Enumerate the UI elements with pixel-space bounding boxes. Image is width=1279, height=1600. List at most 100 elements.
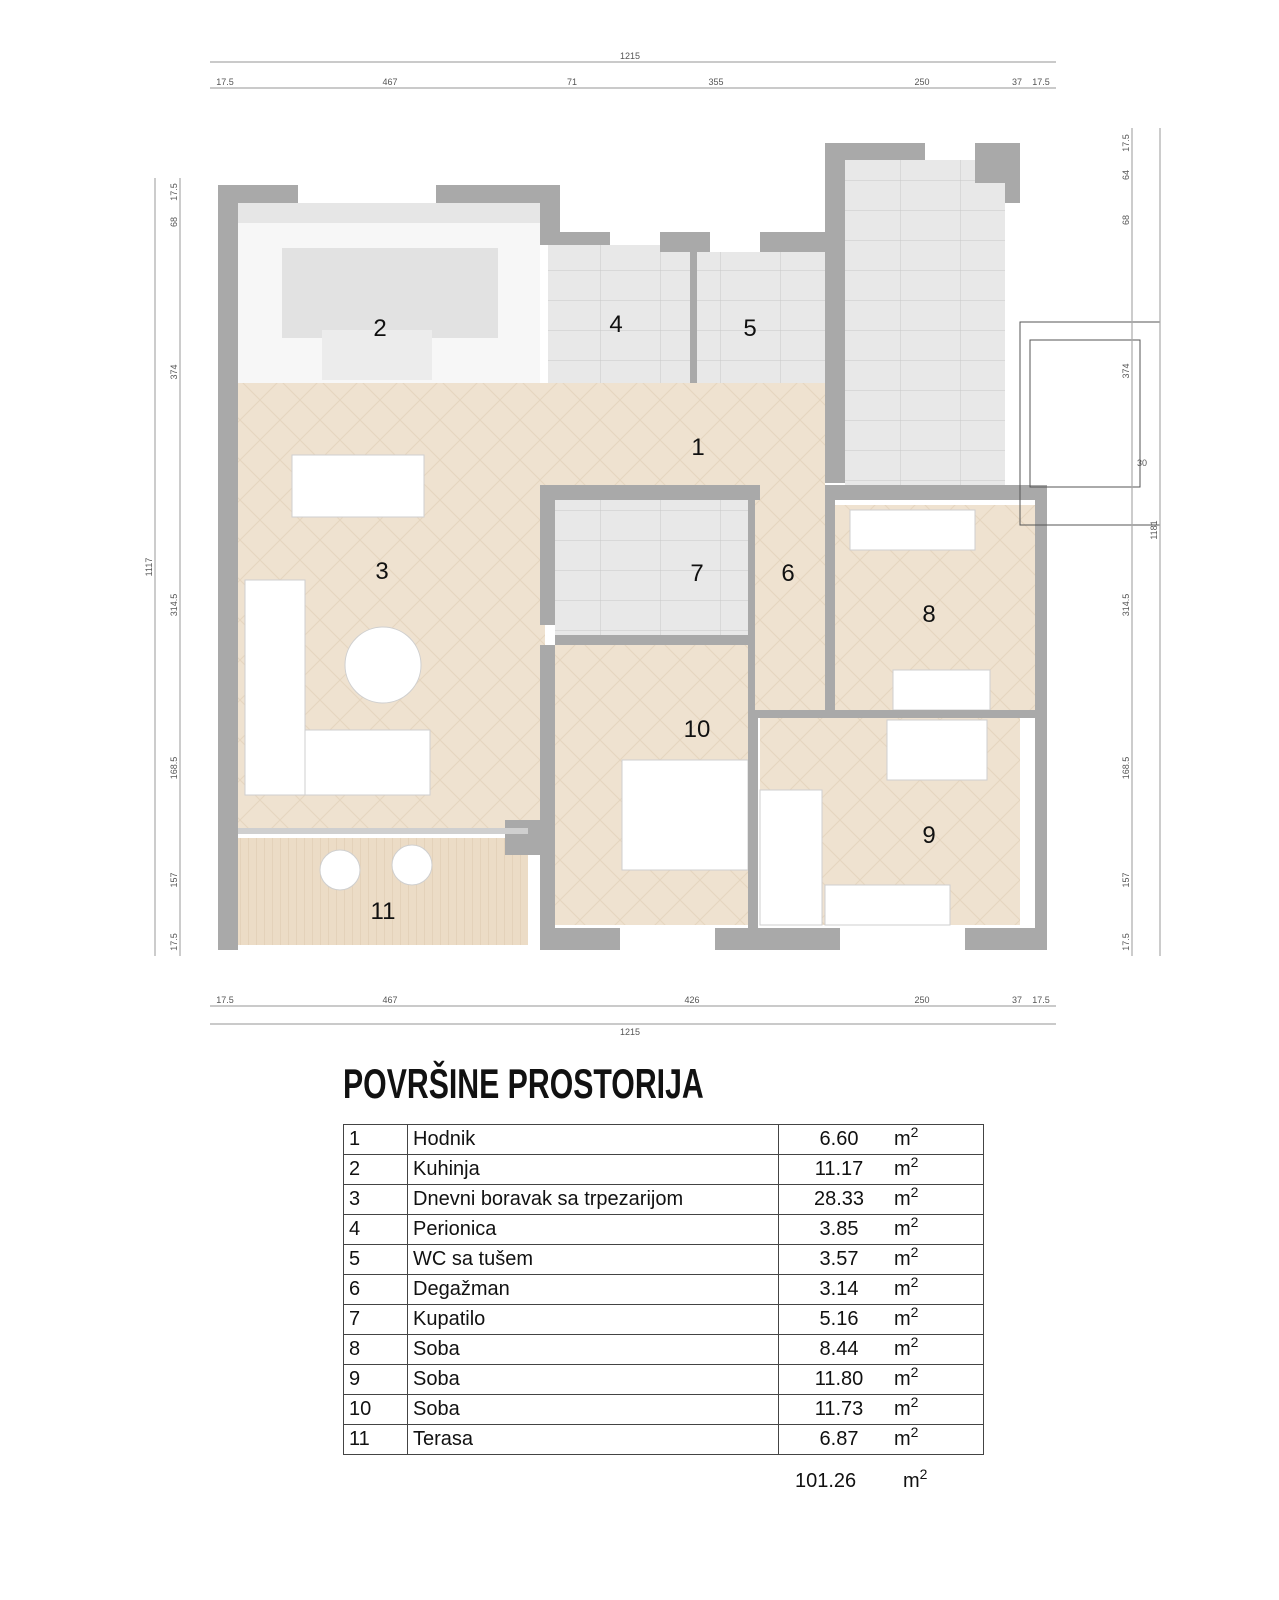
unit-exponent: 2 <box>910 1214 919 1231</box>
unit: m <box>894 1248 911 1270</box>
wall <box>715 928 840 950</box>
dim-top-total: 1215 <box>620 51 640 61</box>
unit: m <box>894 1278 911 1300</box>
wardrobe-room9 <box>886 719 988 781</box>
room-label-8: 8 <box>922 601 935 628</box>
unit: m <box>894 1308 911 1330</box>
dim-bottom: 467 <box>382 995 397 1005</box>
wall <box>758 710 1045 718</box>
dim-top: 355 <box>708 77 723 87</box>
dim-right: 168.5 <box>1121 757 1131 780</box>
room-label-3: 3 <box>375 558 388 585</box>
unit: m <box>894 1128 911 1150</box>
hall-floor <box>545 383 825 500</box>
dim-bottom: 17.5 <box>216 995 234 1005</box>
wall <box>540 485 555 625</box>
bed-room10 <box>621 759 749 871</box>
wc-floor <box>697 252 825 383</box>
room-number: 6 <box>343 1274 408 1305</box>
wall <box>218 185 298 203</box>
dim-bottom-total: 1215 <box>620 1027 640 1037</box>
wall <box>825 143 845 483</box>
dim-left: 314.5 <box>169 594 179 617</box>
kitchen-cabinets <box>238 203 540 223</box>
room-number: 11 <box>343 1424 408 1455</box>
unit-exponent: 2 <box>910 1304 919 1321</box>
dim-top: 467 <box>382 77 397 87</box>
dim-bottom: 17.5 <box>1032 995 1050 1005</box>
dim-left-total: 1117 <box>144 558 154 577</box>
area-unit: m2 <box>884 1214 984 1245</box>
unit: m <box>903 1470 920 1492</box>
dim-bottom: 250 <box>914 995 929 1005</box>
room-area: 6.60 <box>778 1124 884 1155</box>
wall <box>540 645 555 950</box>
wall <box>540 485 760 500</box>
room-area: 11.73 <box>778 1394 884 1425</box>
bed-room8 <box>849 509 976 551</box>
dim-bottom: 37 <box>1012 995 1022 1005</box>
wall <box>660 232 710 252</box>
dim-top: 17.5 <box>216 77 234 87</box>
wall <box>555 635 755 645</box>
dim-right: 64 <box>1121 170 1131 180</box>
wall <box>825 143 925 160</box>
dim-left: 68 <box>169 217 179 227</box>
room-label-4: 4 <box>609 311 622 338</box>
room-label-11: 11 <box>371 898 396 925</box>
sofa-chaise <box>304 729 431 796</box>
table-title: POVRŠINE PROSTORIJA <box>343 1060 704 1107</box>
room-area: 6.87 <box>778 1424 884 1455</box>
wall <box>436 185 560 203</box>
room-number: 4 <box>343 1214 408 1245</box>
area-unit: m2 <box>884 1304 984 1335</box>
wall <box>218 185 238 950</box>
wall <box>505 820 555 855</box>
room-name: Soba <box>407 1364 779 1395</box>
corridor-floor <box>755 500 825 710</box>
room-number: 1 <box>343 1124 408 1155</box>
room-name: Kupatilo <box>407 1304 779 1335</box>
kitchen-island <box>322 330 432 380</box>
terrace-chair <box>391 844 433 886</box>
room-name: Perionica <box>407 1214 779 1245</box>
room-area: 28.33 <box>778 1184 884 1215</box>
coffee-table <box>344 626 422 704</box>
room-name: Soba <box>407 1334 779 1365</box>
stairs-floor <box>845 160 1005 485</box>
dim-right-total: 1181 <box>1149 520 1159 539</box>
room-area: 8.44 <box>778 1334 884 1365</box>
dim-bottom: 426 <box>684 995 699 1005</box>
room-number: 9 <box>343 1364 408 1395</box>
room-area: 11.17 <box>778 1154 884 1185</box>
area-unit: m2 <box>884 1364 984 1395</box>
area-unit: m2 <box>884 1124 984 1155</box>
dim-left: 168.5 <box>169 757 179 780</box>
wall <box>748 710 758 950</box>
room-area: 3.14 <box>778 1274 884 1305</box>
desk-room9 <box>824 884 951 926</box>
unit-exponent: 2 <box>910 1184 919 1201</box>
unit: m <box>894 1398 911 1420</box>
wall <box>760 232 845 252</box>
room-label-5: 5 <box>743 315 756 342</box>
wall <box>965 928 1047 950</box>
terrace-floor <box>238 838 528 945</box>
room-name: Terasa <box>407 1424 779 1455</box>
unit: m <box>894 1428 911 1450</box>
sofa <box>244 579 306 796</box>
area-unit: m2 <box>884 1424 984 1455</box>
dim-right: 314.5 <box>1121 594 1131 617</box>
dim-top: 71 <box>567 77 577 87</box>
desk-room8 <box>892 669 991 711</box>
room-number: 7 <box>343 1304 408 1335</box>
laundry-floor <box>548 245 690 383</box>
unit-exponent: 2 <box>910 1364 919 1381</box>
room-area: 3.85 <box>778 1214 884 1245</box>
